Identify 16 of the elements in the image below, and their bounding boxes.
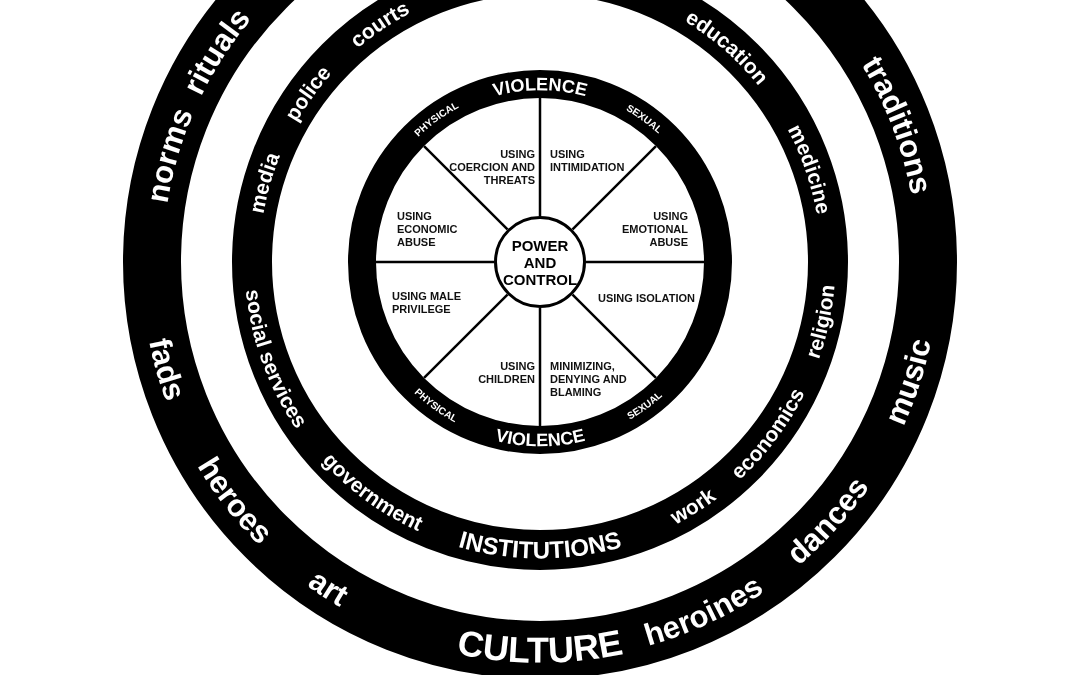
ring-word: INSTITUTIONS: [456, 525, 624, 564]
segment-label: USING ISOLATION: [598, 292, 698, 305]
ring-word: VIOLENCE: [490, 74, 590, 101]
ring-word: work: [666, 483, 720, 529]
segment-label: USING COERCION AND THREATS: [438, 148, 535, 187]
hub-circle: POWER AND CONTROL: [494, 216, 586, 308]
segment-label: USING EMOTIONAL ABUSE: [606, 210, 688, 249]
ring-word: VIOLENCE: [493, 425, 587, 451]
segment-label: USING MALE PRIVILEGE: [392, 290, 492, 316]
ring-word: art: [302, 562, 355, 614]
ring-word: CULTURE: [454, 621, 626, 671]
segment-label: USING ECONOMIC ABUSE: [397, 210, 477, 249]
segment-label: MINIMIZING, DENYING AND BLAMING: [550, 360, 650, 399]
segment-label: USING CHILDREN: [463, 360, 535, 386]
segment-label: USING INTIMIDATION: [550, 148, 640, 174]
culture-ring: [123, 0, 957, 675]
